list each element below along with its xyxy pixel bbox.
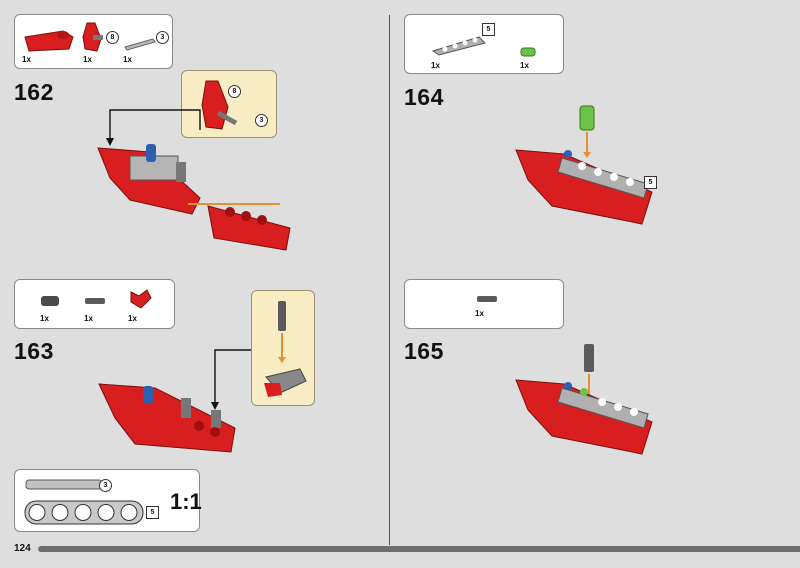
dark-pin-part (85, 298, 105, 304)
part-callout: 5 (482, 23, 495, 36)
step-165-model (515, 344, 653, 455)
red-connector-part (82, 22, 103, 52)
page-divider (389, 15, 390, 545)
part-callout: 8 (106, 31, 119, 44)
part-qty: 1x (83, 55, 92, 64)
dark-connector-part (41, 296, 59, 306)
axle-length-callout: 3 (99, 479, 112, 492)
grey-beam-part (431, 36, 486, 56)
step-163-model (98, 349, 251, 453)
green-pin-part (520, 47, 536, 57)
part-qty: 1x (84, 314, 93, 323)
step-162-parts-box: 8 3 1x 1x 1x (14, 14, 173, 69)
part-qty: 1x (128, 314, 137, 323)
dark-pin-part (477, 296, 497, 302)
scale-ruler-box: 3 5 1:1 (14, 469, 202, 532)
part-callout: 3 (255, 114, 268, 127)
part-callout: 8 (228, 85, 241, 98)
step-162-model (97, 109, 291, 251)
red-connector-part (201, 80, 238, 130)
step-number: 165 (404, 338, 444, 364)
model-callout: 5 (644, 176, 657, 189)
part-qty: 1x (123, 55, 132, 64)
part-qty: 1x (22, 55, 31, 64)
red-panel-part (24, 30, 74, 52)
red-bracket-part (130, 289, 152, 309)
part-qty: 1x (40, 314, 49, 323)
step-number: 163 (14, 338, 54, 364)
step-163-subassembly-callout (251, 290, 315, 406)
step-162-subassembly-callout: 8 3 (181, 70, 277, 138)
step-163-parts-box: 1x 1x 1x (14, 279, 175, 329)
scale-label: 1:1 (170, 489, 202, 514)
step-164-model (515, 105, 653, 225)
step-number: 162 (14, 79, 54, 105)
part-qty: 1x (520, 61, 529, 70)
part-callout: 3 (156, 31, 169, 44)
scale-beam (24, 500, 144, 525)
callout-assembly (264, 301, 307, 397)
part-qty: 1x (475, 309, 484, 318)
grey-axle-part (124, 38, 156, 51)
step-number: 164 (404, 84, 444, 110)
scale-axle (25, 479, 103, 490)
beam-length-callout: 5 (146, 506, 159, 519)
step-165-parts-box: 1x (404, 279, 564, 329)
footer-bar (38, 546, 800, 552)
part-qty: 1x (431, 61, 440, 70)
page-number: 124 (14, 543, 31, 554)
step-164-parts-box: 5 1x 1x (404, 14, 564, 74)
